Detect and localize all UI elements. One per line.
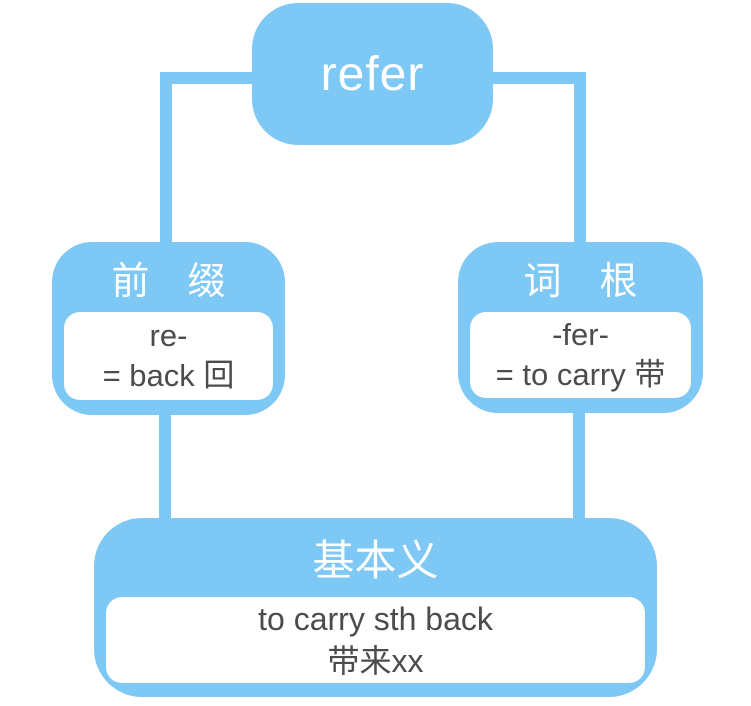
basic-meaning-english: to carry sth back [258, 601, 493, 637]
prefix-meaning: = back 回 [102, 358, 235, 393]
connector-top-left-horizontal [160, 72, 260, 84]
prefix-title: 前 缀 [111, 260, 226, 303]
root-form: -fer- [552, 317, 609, 352]
node-word: refer [252, 3, 493, 145]
basic-meaning-body: to carry sth back 带来xx [106, 597, 645, 683]
basic-meaning-chinese: 带来xx [327, 643, 424, 679]
connector-top-right-vertical [574, 72, 586, 247]
root-meaning: = to carry 带 [495, 357, 666, 392]
connector-bottom-left-vertical [159, 410, 171, 522]
prefix-form: re- [149, 318, 188, 353]
node-root: 词 根 -fer- = to carry 带 [458, 242, 703, 413]
node-prefix: 前 缀 re- = back 回 [52, 242, 285, 415]
connector-top-left-vertical [160, 72, 172, 247]
basic-meaning-title: 基本义 [312, 537, 439, 584]
word-label: refer [320, 47, 425, 101]
connector-bottom-right-vertical [573, 408, 585, 522]
prefix-body: re- = back 回 [64, 312, 273, 400]
root-title: 词 根 [523, 260, 638, 303]
root-body: -fer- = to carry 带 [470, 312, 691, 398]
node-basic-meaning: 基本义 to carry sth back 带来xx [94, 518, 657, 697]
connector-top-right-horizontal [488, 72, 586, 84]
